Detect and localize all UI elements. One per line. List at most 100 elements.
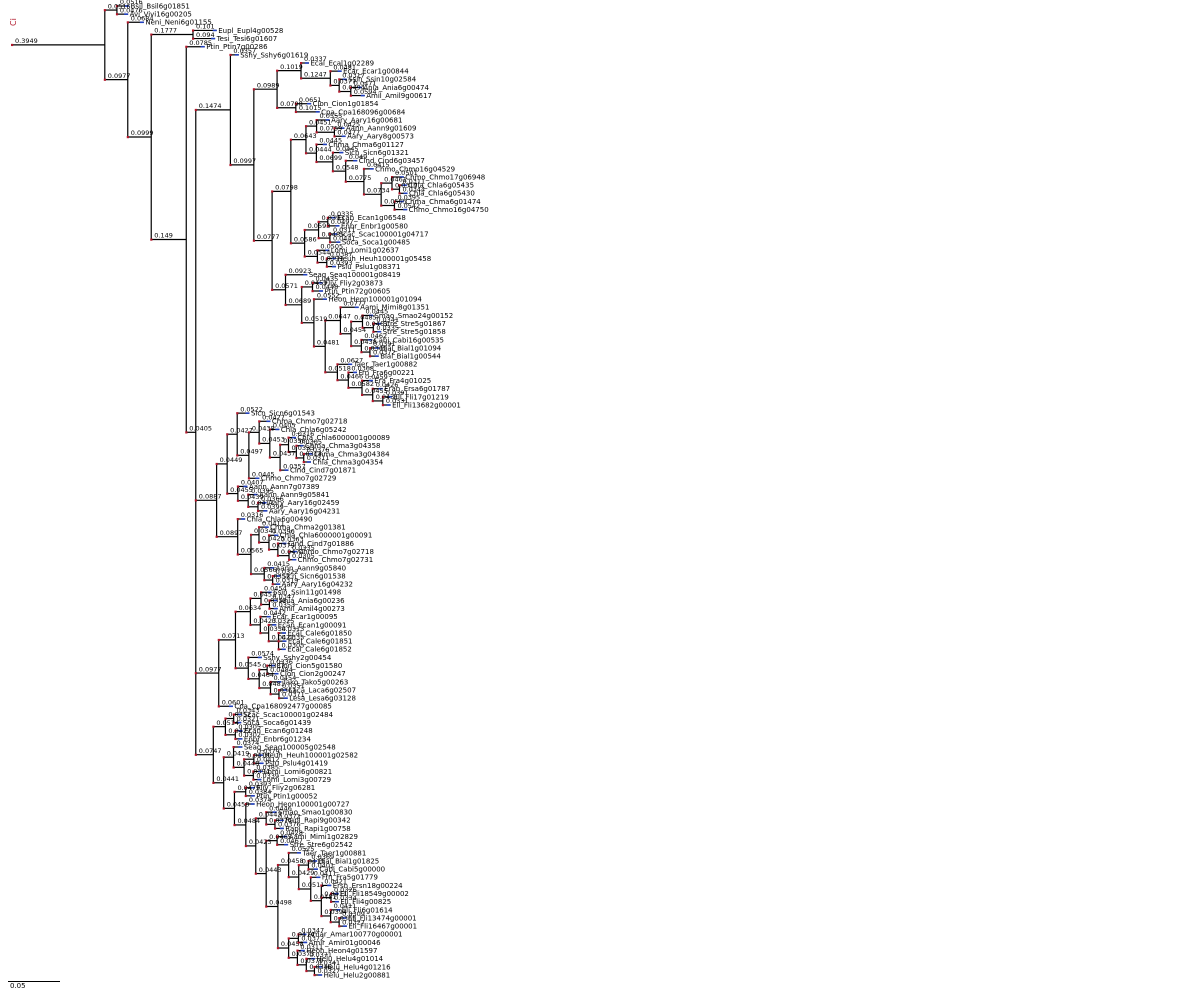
node-marker	[212, 781, 215, 784]
node-marker	[338, 78, 341, 81]
node-marker	[300, 321, 303, 324]
node-marker	[212, 725, 215, 728]
node-marker	[249, 597, 252, 600]
node-marker	[329, 908, 332, 912]
node-marker	[287, 436, 290, 439]
leaf-label: Lomi_Lomi1g02637	[331, 247, 399, 255]
node-marker	[316, 261, 319, 264]
support-value: 0.0481	[317, 339, 340, 347]
support-value: 0.0565	[384, 198, 407, 206]
node-marker	[324, 371, 327, 374]
leaf-label: Ecal_Ecal1g02289	[310, 59, 374, 67]
node-marker	[344, 180, 347, 183]
leaf-label: Pslu_Pslu4g01419	[265, 760, 328, 768]
node-marker	[338, 925, 341, 928]
support-value: 0.0311	[300, 943, 323, 951]
node-marker	[289, 242, 293, 245]
leaf-label: Aary_Aary16g02459	[268, 499, 339, 507]
node-marker	[185, 45, 188, 48]
support-value: 0.0474	[281, 548, 304, 556]
node-marker	[271, 288, 274, 291]
leaf-label: Ptin_Ptin72g00605	[325, 287, 391, 295]
node-marker	[320, 914, 323, 918]
node-marker	[254, 817, 257, 820]
node-marker	[215, 535, 218, 538]
node-marker	[339, 306, 342, 309]
support-value: 0.0415	[267, 560, 290, 568]
leaf-label: Amil_Amil4g00273	[279, 605, 345, 613]
node-marker	[257, 526, 261, 529]
support-value: 0.1019	[280, 63, 303, 71]
node-marker	[269, 693, 272, 696]
support-value: 0.0999	[131, 129, 154, 137]
support-value: 0.0445	[365, 308, 388, 316]
support-value: 0.0514	[216, 719, 239, 727]
node-marker	[338, 917, 341, 920]
support-value: 0.0387	[330, 251, 353, 259]
node-marker	[271, 190, 274, 193]
node-marker	[312, 345, 316, 348]
support-value: 0.0351	[282, 682, 305, 690]
support-value: 0.0481	[333, 63, 356, 71]
node-marker	[276, 69, 279, 72]
leaf-label: Lesa_Lesa6g03128	[289, 695, 356, 703]
leaf-label: Laca_Laca6g02507	[289, 686, 356, 694]
leaf-label: Helu_Helu4g01014	[317, 955, 384, 963]
support-value: 0.0461	[384, 175, 407, 183]
leaf-label: Chma_Chmo7g02718	[272, 418, 348, 426]
node-marker	[325, 265, 328, 268]
support-value: 0.0989	[257, 81, 280, 89]
support-value: 0.0446	[269, 804, 292, 812]
leaf-label: Avi_Vivi16g00205	[130, 11, 192, 19]
node-marker	[279, 469, 282, 472]
leaf-label: Ecan_Ecan1g00091	[278, 621, 347, 629]
node-marker	[380, 204, 383, 207]
node-marker	[390, 188, 394, 191]
support-value: 0.0977	[108, 72, 131, 80]
node-marker	[287, 937, 290, 940]
node-marker	[258, 420, 261, 423]
support-value: 0.0453	[262, 436, 285, 444]
node-marker	[258, 442, 261, 445]
support-value: 0.0374	[237, 739, 260, 747]
node-marker	[263, 566, 266, 570]
leaf-label: Chla_Chla6000001g00089	[297, 434, 390, 442]
scale-bar-label: 0.05	[10, 982, 26, 990]
node-marker	[302, 452, 305, 456]
node-marker	[276, 843, 279, 846]
node-marker	[331, 151, 335, 154]
node-marker	[296, 949, 299, 952]
node-marker	[336, 363, 339, 366]
node-marker	[267, 640, 270, 643]
support-value: 0.0341	[376, 316, 399, 324]
support-value: 0.0427	[230, 426, 253, 434]
leaf-label: Chmo_Chmo17g06948	[405, 173, 485, 181]
support-value: 0.0305	[238, 723, 261, 731]
support-value: 0.0352	[228, 711, 251, 719]
leaf-label: Ecal_Cale6g01850	[287, 629, 352, 637]
node-marker	[350, 320, 353, 323]
node-marker	[300, 62, 303, 65]
node-marker	[325, 257, 328, 260]
node-marker	[276, 554, 280, 557]
node-marker	[315, 119, 318, 122]
node-marker	[276, 835, 279, 838]
support-value: 0.0519	[305, 315, 328, 323]
node-marker	[194, 672, 197, 675]
node-marker	[247, 677, 250, 681]
leaf-label: Chmo_Chmo7g02731	[298, 556, 374, 564]
support-value: 0.0437	[273, 450, 296, 458]
leaf-label: Aann_Aann9g05841	[259, 491, 330, 499]
support-value: 0.0458	[227, 801, 250, 809]
node-marker	[249, 623, 252, 627]
scale-bar: 0.05	[8, 978, 68, 992]
support-value: 0.0341	[317, 959, 340, 967]
leaf-label: Cpa_Cpa168096g00684	[321, 108, 406, 116]
support-value: 0.0747	[199, 747, 222, 755]
support-value: 0.0443	[259, 866, 282, 874]
leaf-label: Bial_Bial1g00544	[380, 353, 441, 361]
node-marker	[304, 125, 308, 128]
support-value: 0.0759	[320, 124, 343, 132]
node-marker	[303, 228, 306, 232]
support-value: 0.0461	[365, 320, 388, 328]
